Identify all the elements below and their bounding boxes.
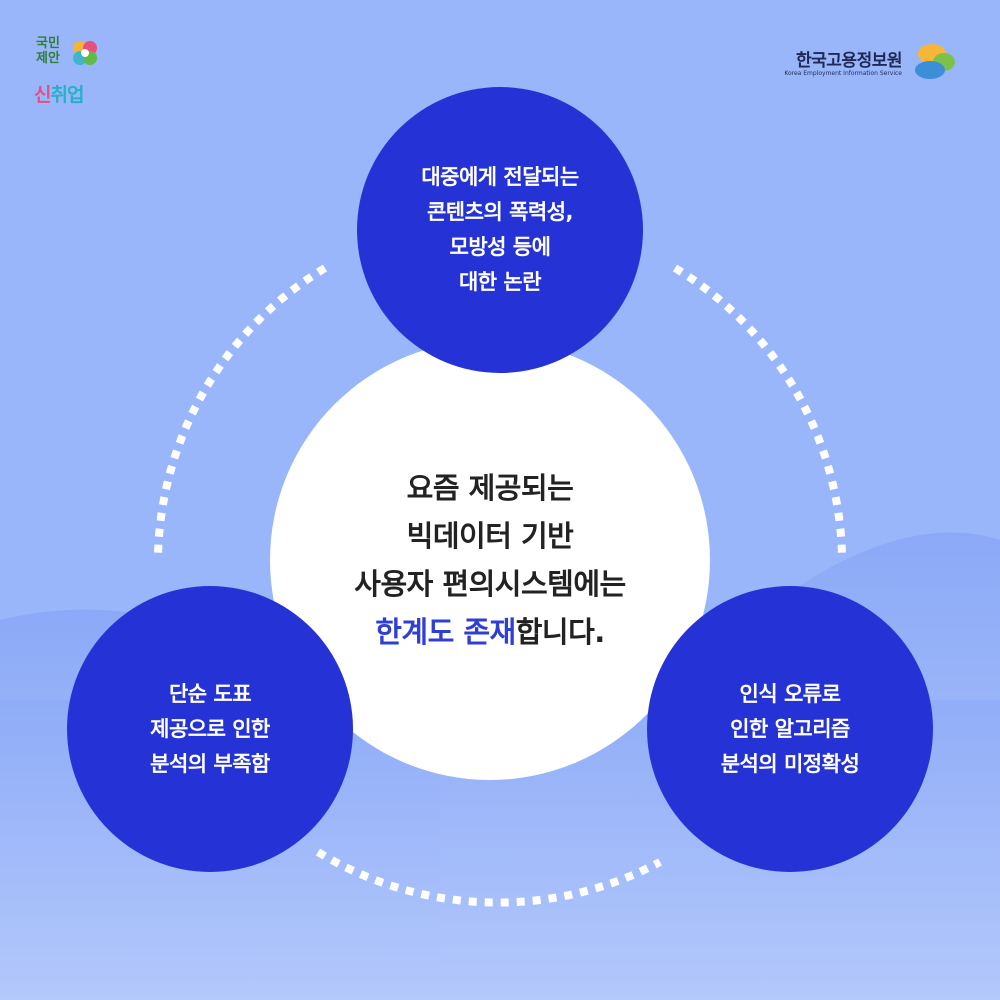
center-line1: 요즘 제공되는 [406,471,574,505]
center-message: 요즘 제공되는 빅데이터 기반 사용자 편의시스템에는 한계도 존재합니다. [354,464,626,656]
keis-mark-icon [915,44,955,79]
keis-logo: 한국고용정보원 Korea Employment Information Ser… [760,40,960,84]
logo-line2: 제안 [36,51,60,66]
logo-brand-part1: 신 [34,84,52,106]
logo-label: 국민 제안 [36,36,60,66]
left-circle: 단순 도표 제공으로 인한 분석의 부족함 [67,586,353,872]
top-circle-text: 대중에게 전달되는 콘텐츠의 폭력성, 모방성 등에 대한 논란 [421,165,579,294]
left-circle-text: 단순 도표 제공으로 인한 분석의 부족함 [150,681,270,776]
center-line2: 빅데이터 기반 [406,519,574,553]
org-subtitle: Korea Employment Information Service [784,70,902,77]
right-circle: 인식 오류로 인한 알고리즘 분석의 미정확성 [647,586,933,872]
center-highlight: 한계도 존재 [375,615,516,649]
org-name: 한국고용정보원 [796,51,902,71]
national-proposal-logo: 국민 제안 신취업 [28,28,112,112]
dotted-arc-bottom [315,848,662,907]
logo-brand-part2: 취업 [50,84,84,106]
center-line4: 한계도 존재합니다. [354,608,625,656]
center-line3: 사용자 편의시스템에는 [354,567,626,601]
logo-brand: 신취업 [34,80,84,107]
flower-icon [73,41,97,65]
logo-line1: 국민 [36,36,60,51]
center-line4-rest: 합니다. [515,615,606,649]
right-circle-text: 인식 오류로 인한 알고리즘 분석의 미정확성 [720,681,860,776]
top-circle: 대중에게 전달되는 콘텐츠의 폭력성, 모방성 등에 대한 논란 [357,87,643,373]
